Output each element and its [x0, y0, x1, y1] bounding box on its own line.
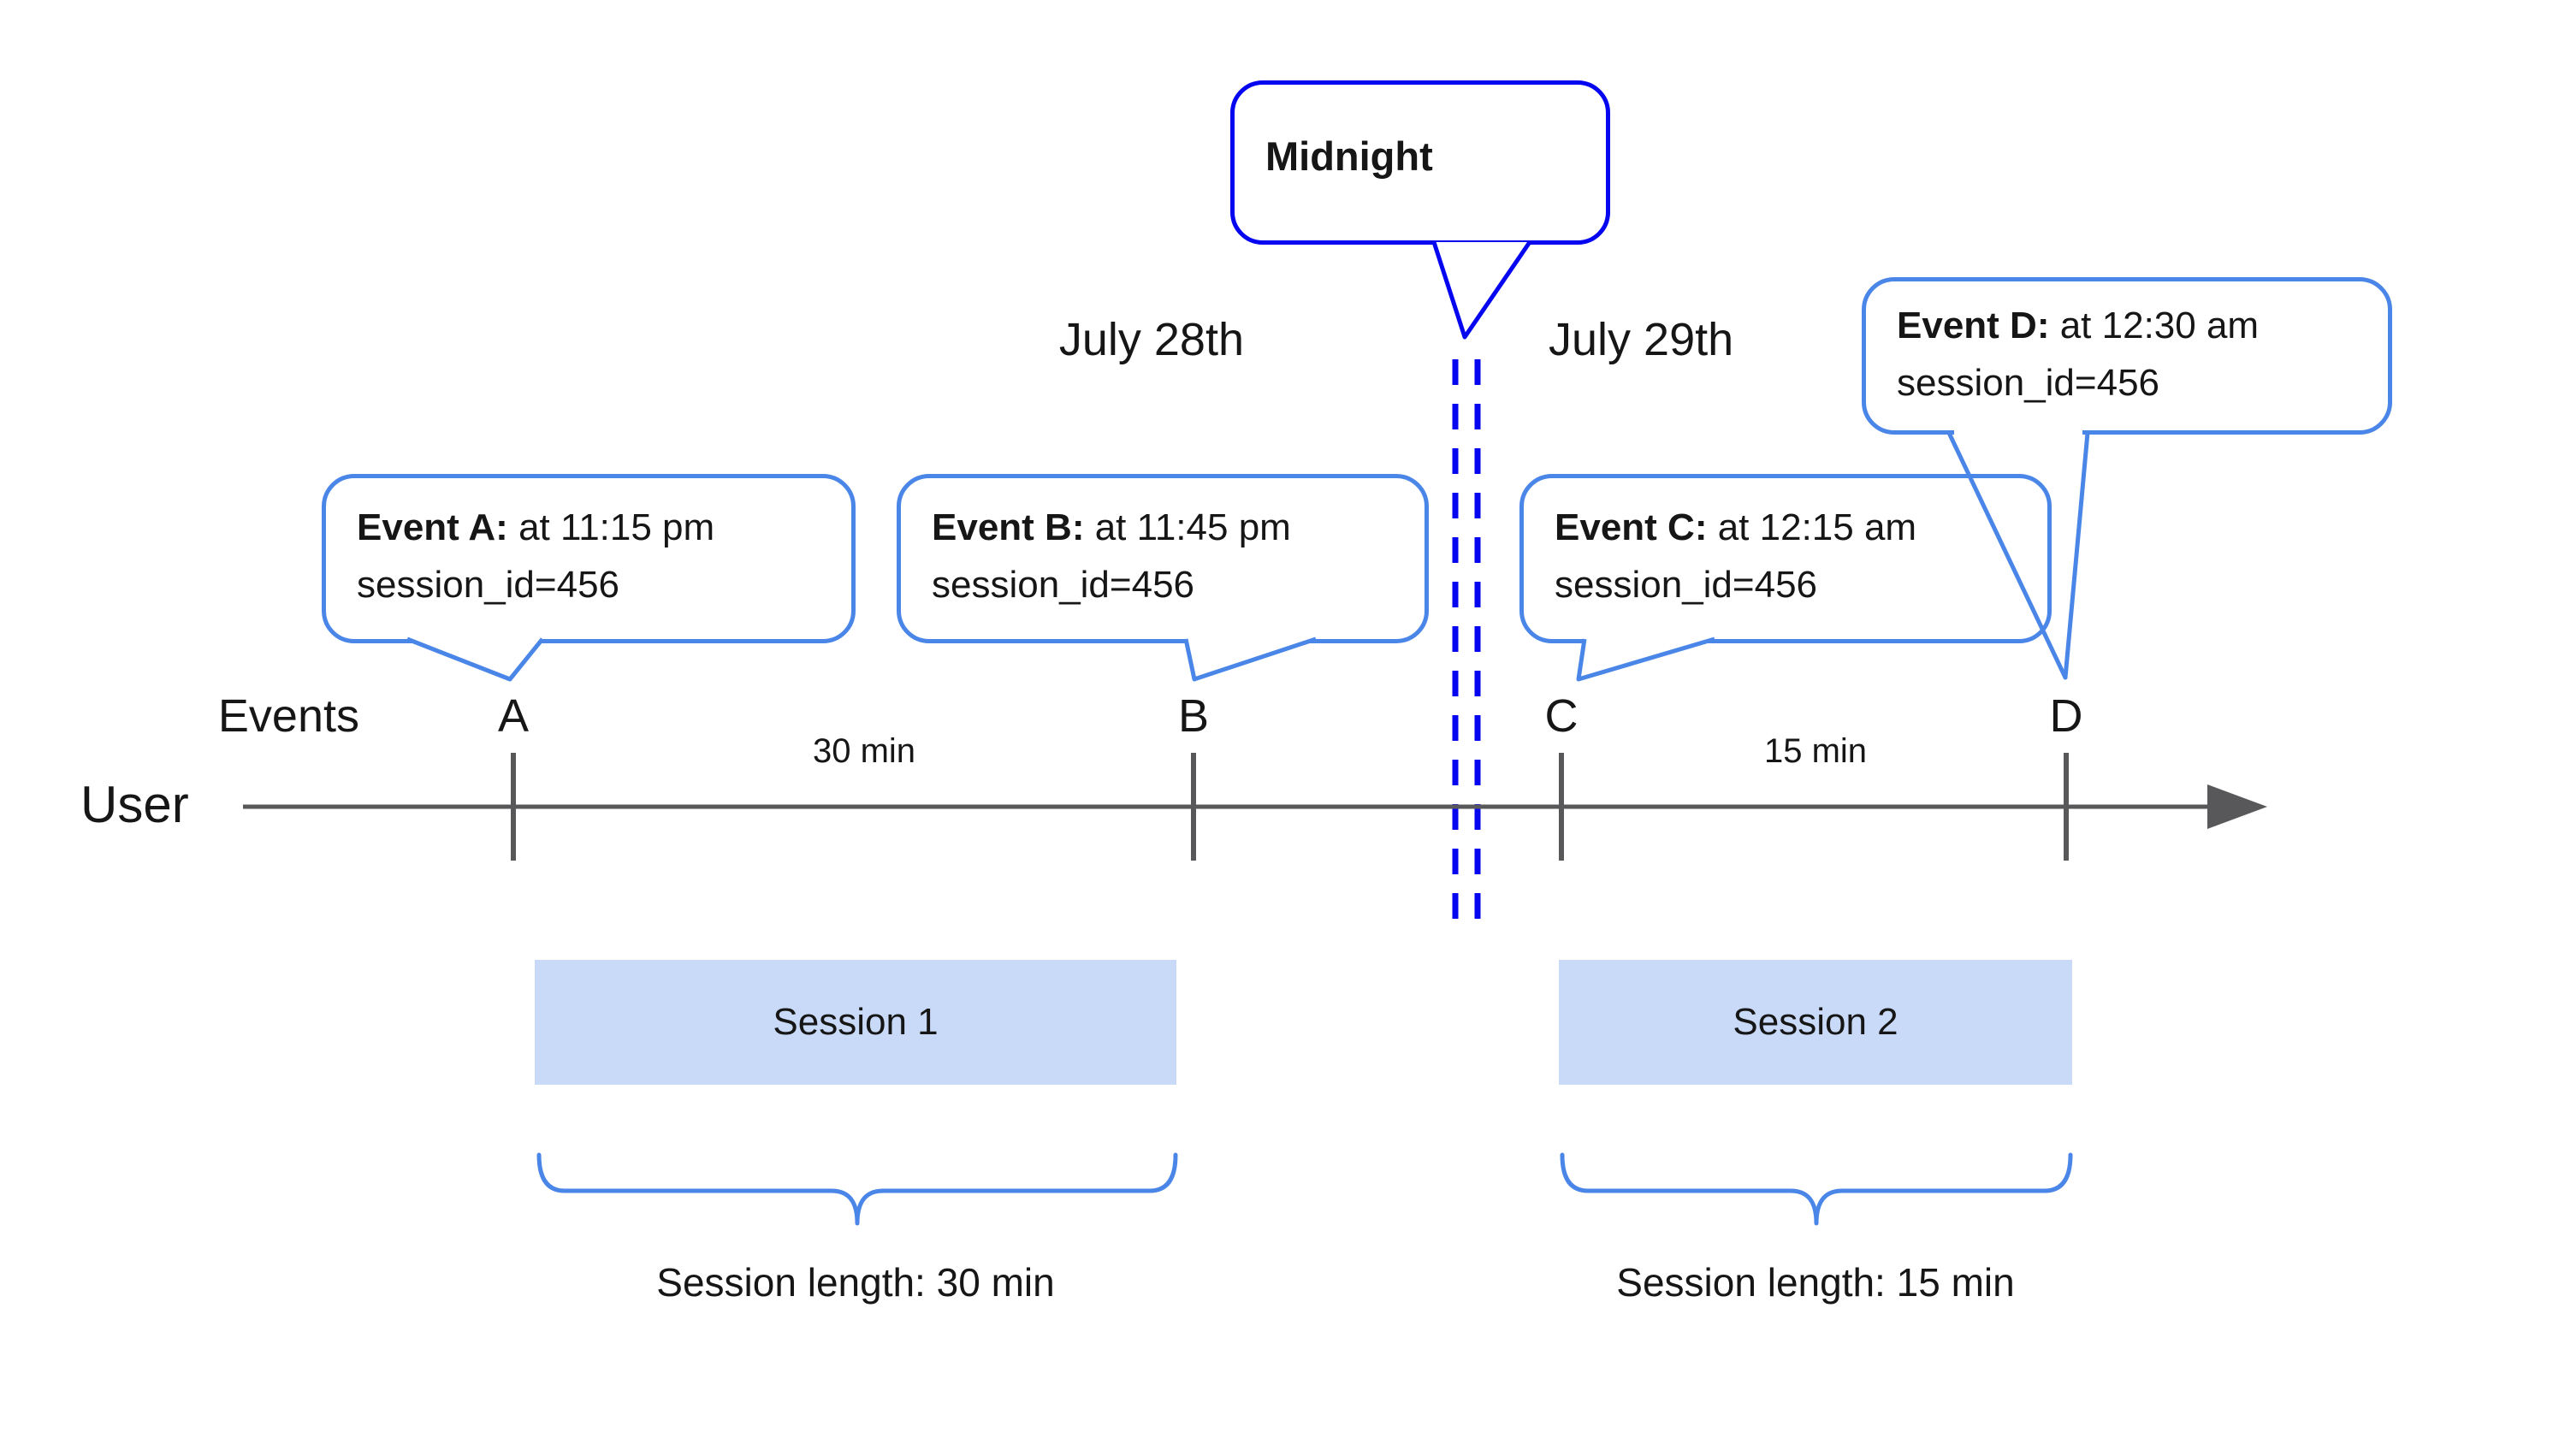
session-2-length-label: Session length: 15 min — [1616, 1260, 2015, 1305]
day-label-before-midnight: July 28th — [1058, 314, 1244, 365]
event-b-bubble-tail — [1183, 636, 1317, 682]
event-b-time: at 11:45 pm — [1084, 506, 1291, 548]
event-a-callout-bubble: Event A: at 11:15 pm session_id=456 — [322, 474, 856, 643]
event-d-bubble-tail-right — [2063, 430, 2090, 680]
event-letter-a: A — [497, 690, 530, 742]
midnight-bubble-tail — [1431, 240, 1532, 340]
events-axis-label: Events — [217, 690, 359, 742]
event-b-session-id: session_id=456 — [932, 564, 1195, 606]
event-b-line1: Event B: at 11:45 pm — [932, 499, 1425, 556]
event-d-time: at 12:30 am — [2049, 305, 2260, 346]
event-d-session-id: session_id=456 — [1897, 362, 2160, 404]
event-letter-b: B — [1177, 690, 1210, 742]
event-c-text: Event C: at 12:15 am session_id=456 — [1555, 499, 2047, 613]
session-1-box: Session 1 — [535, 960, 1176, 1085]
event-b-text: Event B: at 11:45 pm session_id=456 — [932, 499, 1425, 613]
session-1-label: Session 1 — [773, 1001, 939, 1043]
session-1-brace — [536, 1152, 1178, 1226]
event-a-title: Event A: — [357, 506, 508, 548]
event-c-callout-bubble: Event C: at 12:15 am session_id=456 — [1519, 474, 2052, 643]
session-2-box: Session 2 — [1559, 960, 2072, 1085]
event-d-line1: Event D: at 12:30 am — [1897, 297, 2388, 354]
event-d-callout-bubble: Event D: at 12:30 am session_id=456 — [1862, 277, 2392, 435]
day-label-after-midnight: July 29th — [1549, 314, 1734, 365]
event-letter-d: D — [2049, 690, 2083, 742]
event-c-bubble-tail — [1576, 636, 1715, 682]
session-1-length-label: Session length: 30 min — [656, 1260, 1055, 1305]
gap-label-c-to-d: 15 min — [1763, 732, 1868, 770]
midnight-label: Midnight — [1265, 133, 1433, 179]
gap-label-a-to-b: 30 min — [812, 732, 916, 770]
event-b-title: Event B: — [932, 506, 1085, 548]
event-a-text: Event A: at 11:15 pm session_id=456 — [357, 499, 851, 613]
event-d-text: Event D: at 12:30 am session_id=456 — [1897, 297, 2388, 411]
event-c-title: Event C: — [1555, 506, 1708, 548]
event-d-bubble-tail-left — [1946, 430, 2068, 680]
event-c-time: at 12:15 am — [1707, 506, 1917, 548]
event-c-session-id: session_id=456 — [1555, 564, 1818, 606]
user-axis-label: User — [80, 776, 189, 833]
event-a-bubble-tail — [406, 636, 544, 682]
event-d-title: Event D: — [1897, 305, 2050, 346]
event-a-line1: Event A: at 11:15 pm — [357, 499, 851, 556]
event-letter-c: C — [1544, 690, 1579, 742]
timeline-arrowhead-icon — [2207, 784, 2267, 829]
event-c-line1: Event C: at 12:15 am — [1555, 499, 2047, 556]
session-2-brace — [1560, 1152, 2073, 1226]
event-a-time: at 11:15 pm — [507, 506, 715, 548]
session-2-label: Session 2 — [1733, 1001, 1898, 1043]
midnight-callout-bubble: Midnight — [1230, 80, 1610, 245]
event-b-callout-bubble: Event B: at 11:45 pm session_id=456 — [897, 474, 1429, 643]
event-a-session-id: session_id=456 — [357, 564, 620, 606]
